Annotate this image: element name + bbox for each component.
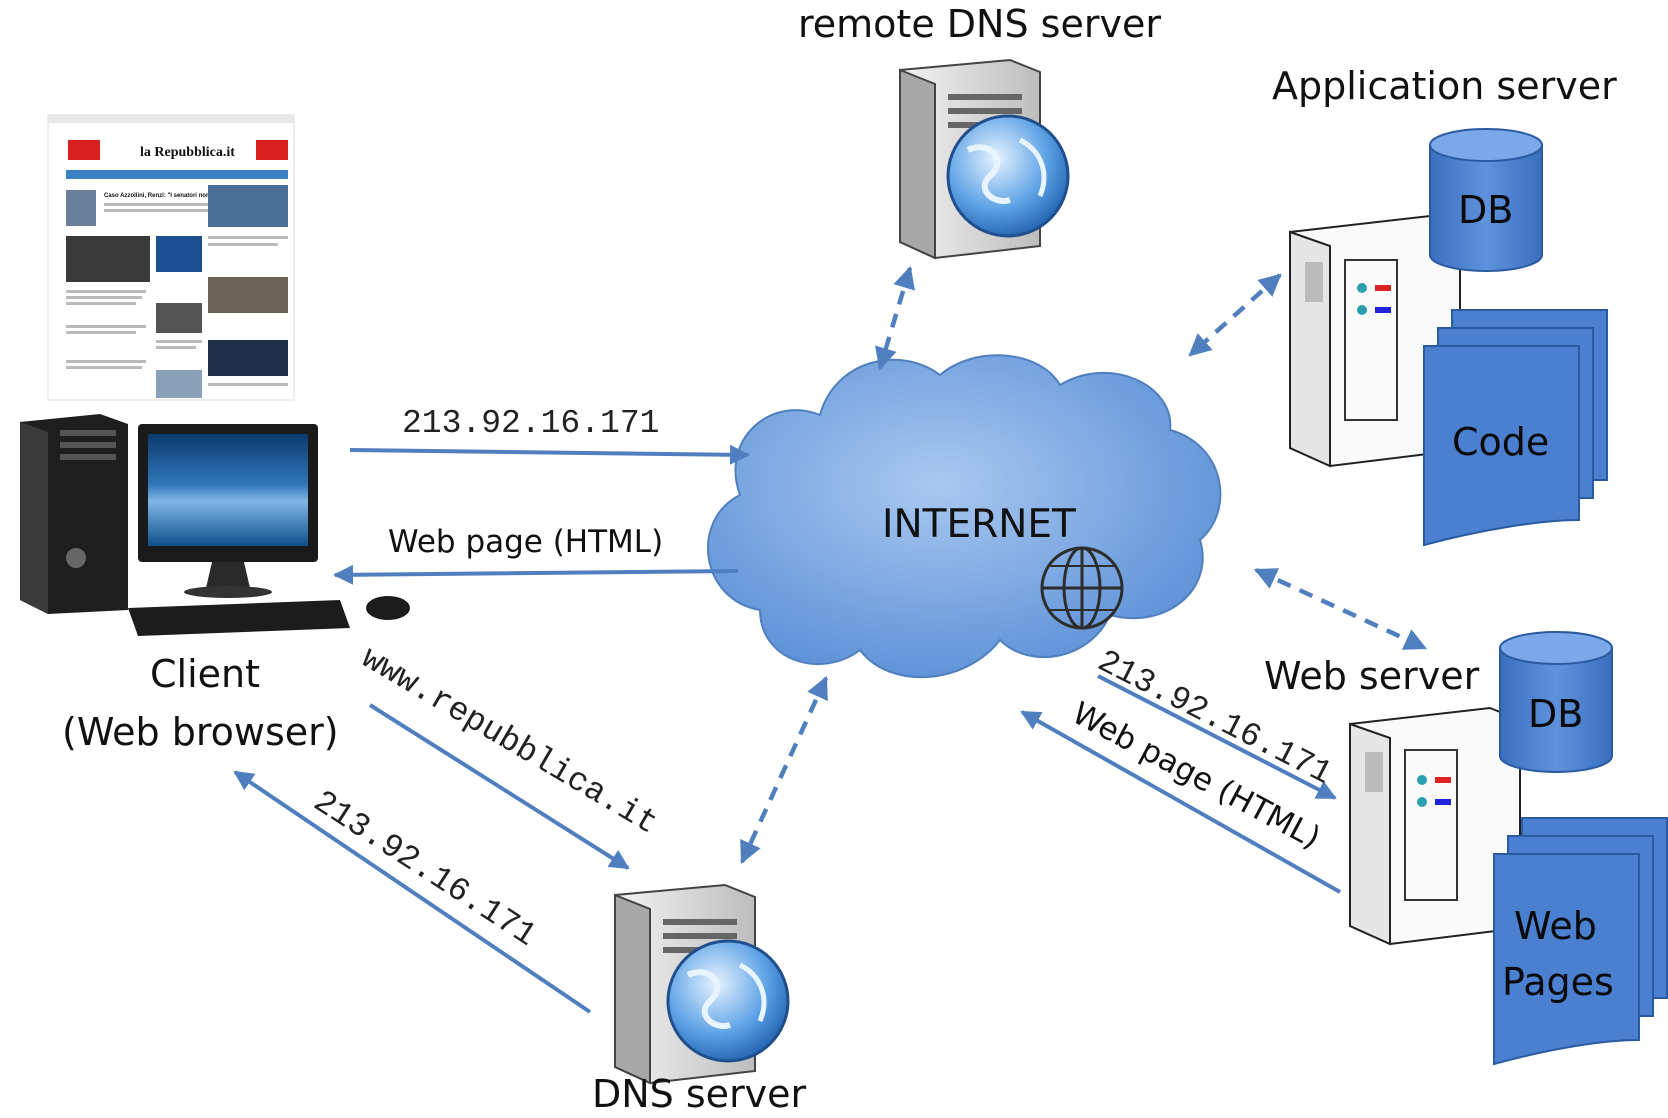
client-computer <box>20 414 410 636</box>
client-keyboard <box>128 600 350 636</box>
application-server-icon <box>1289 214 1461 468</box>
browser-page-screenshot: la Repubblica.it Caso Azzollini, Renzi: … <box>47 114 295 401</box>
web-pages-label-line2: Pages <box>1502 960 1614 1004</box>
flow-label-client-ip: 213.92.16.171 <box>402 405 659 442</box>
flow-label-html-to-client: Web page (HTML) <box>388 524 663 560</box>
application-server-label: Application server <box>1272 64 1617 108</box>
client-monitor <box>138 424 318 598</box>
www-globe-icon <box>1040 546 1124 630</box>
dns-server-icon <box>614 883 790 1085</box>
remote-dns-server-label: remote DNS server <box>798 2 1161 46</box>
dashed-link-app-server <box>1188 273 1282 357</box>
app-code-documents <box>1423 309 1608 547</box>
dashed-link-remote-dns <box>875 265 915 371</box>
web-pages-documents <box>1493 817 1668 1066</box>
browser-page-headline: Caso Azzollini, Renzi: "I senatori non s… <box>104 193 286 199</box>
arrow-client-to-dns <box>368 703 630 870</box>
client-tower <box>20 414 128 614</box>
client-label-line2: (Web browser) <box>62 710 339 754</box>
app-db-cylinder <box>1429 128 1543 272</box>
arrow-dns-to-client <box>233 770 592 1014</box>
dashed-link-dns-server <box>739 675 829 865</box>
arrow-webserver-to-internet <box>1020 710 1341 894</box>
arrow-internet-to-client <box>333 564 739 585</box>
web-server-label: Web server <box>1264 654 1480 698</box>
web-pages-label-line1: Web <box>1514 904 1597 948</box>
remote-dns-server-icon <box>899 58 1070 260</box>
client-mouse <box>366 596 410 620</box>
dashed-link-web-server <box>1253 567 1428 651</box>
app-code-label: Code <box>1452 420 1550 464</box>
web-server-icon <box>1349 706 1521 946</box>
client-label-line1: Client <box>150 652 261 696</box>
browser-page-logo: la Repubblica.it <box>140 145 235 160</box>
arrow-internet-to-webserver <box>1097 674 1337 800</box>
internet-label: INTERNET <box>882 502 1076 547</box>
web-db-label: DB <box>1528 692 1584 736</box>
app-db-label: DB <box>1458 188 1514 232</box>
dns-server-label: DNS server <box>592 1072 807 1116</box>
internet-cloud <box>707 354 1222 679</box>
flow-label-dns-query: www.repubblica.it <box>355 640 664 843</box>
arrow-client-to-internet <box>349 444 750 465</box>
web-db-cylinder <box>1499 631 1613 773</box>
flow-label-dns-answer: 213.92.16.171 <box>307 783 543 954</box>
